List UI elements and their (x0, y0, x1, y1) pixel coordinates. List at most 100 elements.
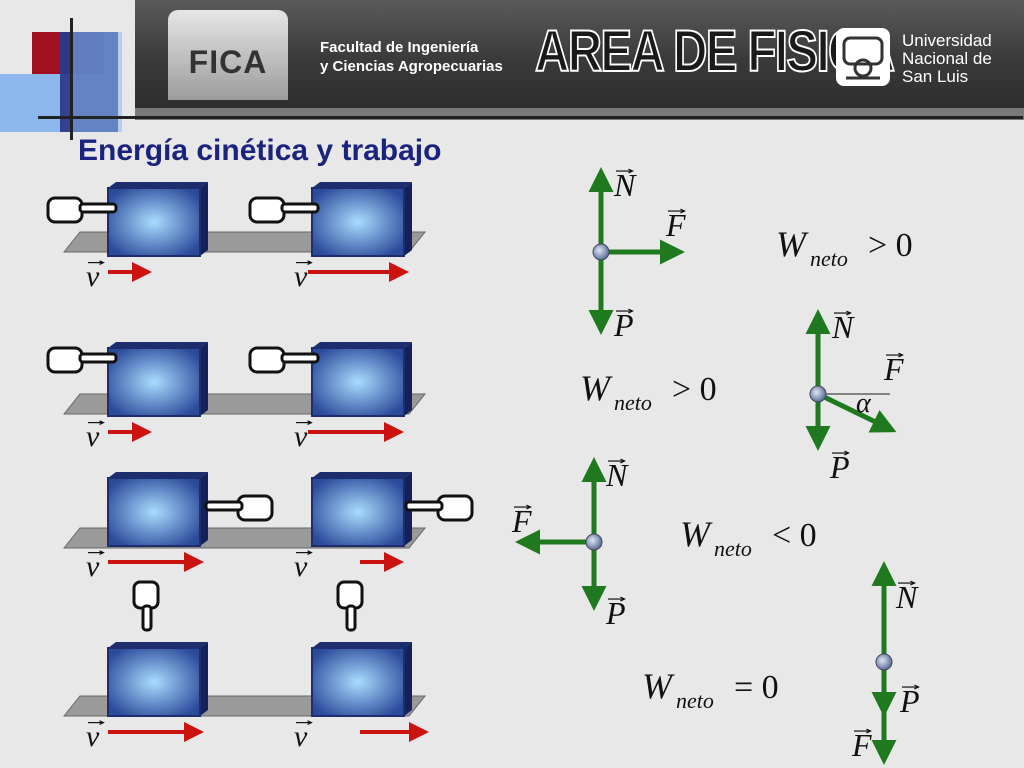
work-eq-case2-sub: neto (614, 390, 652, 415)
pointing-hand-icon-a-row-1 (46, 196, 118, 224)
pointing-hand-icon-a-row-4 (132, 580, 160, 632)
fbd1-normal-label: N (613, 167, 637, 203)
block-a-row-3-top (108, 472, 208, 478)
velocity-label-b-row-1: v (294, 260, 308, 293)
fbd1-weight-label: P (613, 307, 634, 343)
block-b-row-4-side (404, 642, 412, 716)
velocity-label-a-row-4-arrowhead (99, 720, 105, 725)
fbd1-weight-label-arrowhead (628, 308, 634, 314)
block-a-row-4-top (108, 642, 208, 648)
block-b-row-3 (311, 477, 405, 547)
velocity-label-a-row-4: v (86, 720, 100, 753)
work-eq-case4-rel: = 0 (734, 669, 779, 706)
university-seal-icon (842, 36, 884, 80)
velocity-label-b-row-1-arrowhead (307, 260, 313, 265)
fbd2-normal-label: N (831, 309, 855, 345)
work-eq-case1-sub: neto (810, 246, 848, 271)
work-eq-case4-w: W (642, 666, 675, 706)
fbd4-force-label: F (851, 727, 872, 763)
block-b-row-1-top (312, 182, 412, 188)
fica-logo-text: FICA (188, 44, 268, 80)
velocity-label-a-row-1: v (86, 260, 100, 293)
velocity-label-a-row-2: v (86, 420, 100, 453)
pointing-hand-icon-a-row-1-palm (46, 196, 84, 224)
fbd4-weight-label-arrowhead (914, 684, 920, 690)
work-eq-case1-w: W (776, 224, 809, 264)
university-line3: San Luis (902, 67, 969, 86)
block-b-row-1-side (404, 182, 412, 256)
fbd2-force-label: F (883, 351, 904, 387)
fbd4-weight-label: P (899, 683, 920, 719)
work-eq-case3-w: W (680, 514, 713, 554)
decor-vertical-line (70, 18, 73, 140)
pointing-hand-icon-b-row-4-finger (345, 604, 357, 632)
block-a-row-1 (107, 187, 201, 257)
block-a-row-4 (107, 647, 201, 717)
pointing-hand-icon-b-row-1 (248, 196, 320, 224)
fbd3-weight-label-arrowhead (620, 596, 626, 602)
work-eq-case3-rel: < 0 (772, 517, 817, 554)
block-a-row-3 (107, 477, 201, 547)
pointing-hand-icon-a-row-2 (46, 346, 118, 374)
block-a-row-2-top (108, 342, 208, 348)
work-eq-case2-w: W (580, 368, 613, 408)
velocity-label-b-row-3: v (294, 550, 308, 583)
fbd4-normal-label-arrowhead (910, 580, 916, 586)
pointing-hand-icon-a-row-1-finger (78, 202, 118, 214)
pointing-hand-icon-b-row-3 (404, 494, 474, 522)
decor-square-light-overlay (70, 32, 122, 132)
pointing-hand-icon-b-row-3-finger (404, 500, 444, 512)
slide-title: Energía cinética y trabajo (78, 134, 442, 167)
block-b-row-2 (311, 347, 405, 417)
university-line1: Universidad (902, 31, 992, 50)
pointing-hand-icon-a-row-3 (204, 494, 274, 522)
fbd4-body-dot (875, 653, 893, 671)
block-b-row-1 (311, 187, 405, 257)
work-eq-case1-rel: > 0 (868, 227, 913, 264)
block-a-row-1-side (200, 182, 208, 256)
block-a-row-4-side (200, 642, 208, 716)
velocity-label-a-row-2-arrowhead (99, 420, 105, 425)
faculty-line2: y Ciencias Agropecuarias (320, 58, 503, 75)
fbd3-body-dot (585, 533, 603, 551)
pointing-hand-icon-a-row-4-finger (141, 604, 153, 632)
velocity-label-b-row-3-arrowhead (307, 550, 313, 555)
faculty-line1: Facultad de Ingeniería (320, 39, 479, 56)
block-b-row-4 (311, 647, 405, 717)
fbd1-normal-label-arrowhead (628, 168, 634, 174)
fbd4-force-label-arrowhead (866, 728, 872, 734)
fbd2-force-arrow (816, 391, 897, 433)
velocity-label-b-row-4-arrowhead (307, 720, 313, 725)
fbd3-normal-label: N (605, 457, 629, 493)
velocity-label-a-row-3: v (86, 550, 100, 583)
pointing-hand-icon-b-row-1-palm (248, 196, 286, 224)
fica-logo (168, 10, 288, 100)
work-eq-case3-sub: neto (714, 536, 752, 561)
fbd3-weight-label: P (605, 595, 626, 631)
pointing-hand-icon-a-row-4-palm (132, 580, 160, 610)
pointing-hand-icon-b-row-4 (336, 580, 364, 632)
pointing-hand-icon-a-row-2-palm (46, 346, 84, 374)
fbd2-body-dot (809, 385, 827, 403)
fbd2-weight-label: P (829, 449, 850, 485)
fbd2-force-label-arrowhead (898, 352, 904, 358)
pointing-hand-icon-b-row-4-palm (336, 580, 364, 610)
pointing-hand-icon-a-row-2-finger (78, 352, 118, 364)
pointing-hand-icon-b-row-2-finger (280, 352, 320, 364)
university-logo (836, 28, 890, 86)
block-a-row-2-side (200, 342, 208, 416)
velocity-label-a-row-3-arrowhead (99, 550, 105, 555)
area-title: AREA DE FISICA (534, 18, 896, 85)
fbd4-normal-label: N (895, 579, 919, 615)
fbd1-body-dot (592, 243, 610, 261)
pointing-hand-icon-b-row-1-finger (280, 202, 320, 214)
block-b-row-3-top (312, 472, 412, 478)
block-a-row-2 (107, 347, 201, 417)
block-a-row-3-side (200, 472, 208, 546)
fbd2-normal-label-arrowhead (846, 310, 852, 316)
pointing-hand-icon-b-row-2-palm (248, 346, 286, 374)
fbd3-force-label: F (511, 503, 532, 539)
work-eq-case2-rel: > 0 (672, 371, 717, 408)
university-line2: Nacional de (902, 49, 992, 68)
